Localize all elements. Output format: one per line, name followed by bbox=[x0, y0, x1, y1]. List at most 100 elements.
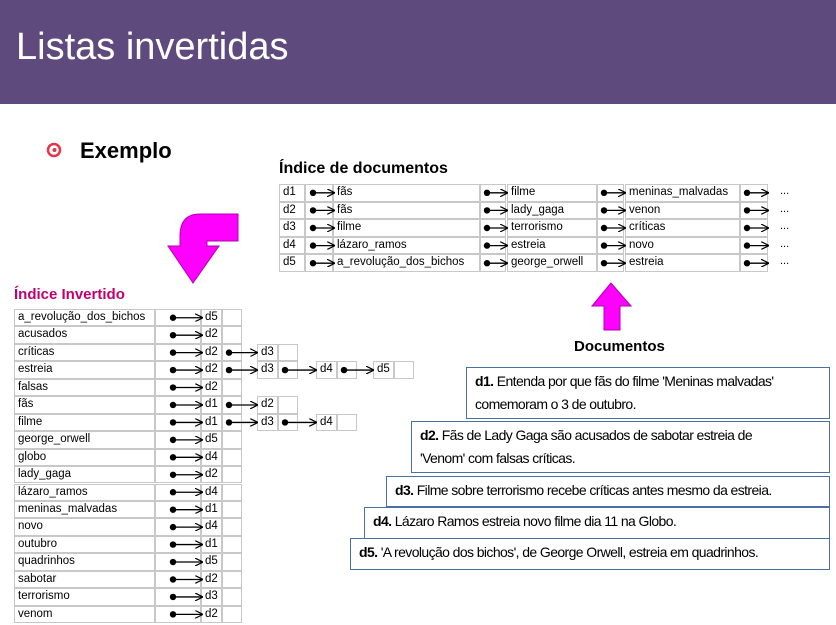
pointer-arrow-icon bbox=[225, 367, 257, 373]
pointer-cell bbox=[394, 361, 414, 379]
document-line: comemoram o 3 de outubro. bbox=[475, 393, 821, 416]
pointer-arrow-icon bbox=[169, 576, 202, 582]
pointer-arrow-icon bbox=[309, 260, 334, 266]
doc-id-cell: d5 bbox=[279, 254, 305, 272]
term-cell: acusados bbox=[14, 326, 155, 344]
pointer-arrow-icon bbox=[169, 594, 202, 600]
pointer-cell bbox=[222, 535, 242, 554]
pointer-arrow-icon bbox=[483, 190, 507, 196]
posting-doc-cell: d3 bbox=[257, 343, 278, 362]
pointer-cell bbox=[222, 553, 242, 571]
term-cell: novo bbox=[14, 518, 155, 536]
bullet-icon bbox=[46, 142, 62, 158]
term-cell: globo bbox=[14, 448, 155, 467]
term-cell: sabotar bbox=[14, 570, 155, 589]
pointer-arrow-icon bbox=[309, 207, 334, 213]
pointer-arrow-icon bbox=[169, 402, 202, 408]
doc-term-cell: críticas bbox=[625, 219, 740, 237]
pointer-arrow-icon bbox=[169, 489, 202, 495]
document-text: Fãs de Lady Gaga são acusados de sabotar… bbox=[441, 427, 753, 443]
pointer-arrow-icon bbox=[169, 506, 202, 512]
documents-heading: Documentos bbox=[574, 338, 665, 355]
pointer-cell bbox=[222, 466, 242, 484]
term-cell: terrorismo bbox=[14, 588, 155, 606]
pointer-cell bbox=[222, 309, 242, 327]
doc-term-cell: lázaro_ramos bbox=[333, 236, 480, 255]
posting-doc-cell: d4 bbox=[316, 413, 337, 432]
document-line: d2. Fãs de Lady Gaga são acusados de sab… bbox=[420, 424, 821, 447]
doc-id-cell: d1 bbox=[279, 184, 305, 202]
pointer-arrow-icon bbox=[600, 190, 625, 196]
pointer-arrow-icon bbox=[340, 367, 373, 373]
pointer-arrow-icon bbox=[743, 242, 768, 248]
term-cell: george_orwell bbox=[14, 431, 155, 449]
pointer-arrow-icon bbox=[281, 419, 316, 425]
pointer-arrow-icon bbox=[225, 349, 257, 355]
ellipsis: ... bbox=[780, 185, 790, 197]
posting-doc-cell: d3 bbox=[201, 588, 222, 606]
document-box: d5. 'A revolução dos bichos', de George … bbox=[350, 538, 830, 570]
doc-term-cell: venon bbox=[625, 201, 740, 220]
term-cell: fãs bbox=[14, 396, 155, 414]
doc-term-cell: estreia bbox=[625, 254, 740, 272]
term-cell: estreia bbox=[14, 361, 155, 379]
doc-term-cell: george_orwell bbox=[507, 254, 597, 272]
pointer-arrow-icon bbox=[600, 225, 625, 231]
posting-doc-cell: d4 bbox=[316, 361, 337, 379]
document-line: d5. 'A revolução dos bichos', de George … bbox=[359, 541, 821, 564]
pointer-cell bbox=[222, 500, 242, 519]
pointer-arrow-icon bbox=[169, 454, 202, 460]
pointer-arrow-icon bbox=[225, 419, 257, 425]
posting-doc-cell: d3 bbox=[257, 361, 278, 379]
pointer-cell bbox=[337, 413, 357, 432]
pointer-cell bbox=[278, 396, 298, 414]
pointer-arrow-icon bbox=[169, 559, 202, 565]
document-text: 'Venom' com falsas críticas. bbox=[420, 450, 576, 466]
term-cell: quadrinhos bbox=[14, 553, 155, 571]
doc-index-heading: Índice de documentos bbox=[279, 160, 448, 177]
subtitle: Exemplo bbox=[80, 138, 172, 163]
pointer-cell bbox=[222, 483, 242, 501]
document-text: Lázaro Ramos estreia novo filme dia 11 n… bbox=[394, 513, 677, 529]
pointer-cell bbox=[222, 378, 242, 397]
pointer-arrow-icon bbox=[225, 402, 257, 408]
pointer-arrow-icon bbox=[309, 225, 334, 231]
doc-term-cell: filme bbox=[507, 184, 597, 202]
term-cell: meninas_malvadas bbox=[14, 500, 155, 519]
document-box: d3. Filme sobre terrorismo recebe crític… bbox=[386, 476, 830, 507]
pointer-cell bbox=[222, 588, 242, 606]
document-id: d1. bbox=[475, 373, 494, 389]
document-id: d2. bbox=[420, 427, 439, 443]
pointer-arrow-icon bbox=[483, 242, 507, 248]
posting-doc-cell: d2 bbox=[201, 466, 222, 484]
pointer-arrow-icon bbox=[169, 437, 202, 443]
document-line: 'Venom' com falsas críticas. bbox=[420, 447, 821, 470]
up-arrow-icon bbox=[590, 282, 633, 331]
inverted-index-heading: Índice Invertido bbox=[14, 286, 125, 303]
posting-doc-cell: d2 bbox=[201, 378, 222, 397]
pointer-arrow-icon bbox=[600, 207, 625, 213]
doc-id-cell: d3 bbox=[279, 219, 305, 237]
pointer-cell bbox=[222, 570, 242, 589]
doc-term-cell: fãs bbox=[333, 201, 480, 220]
pointer-arrow-icon bbox=[169, 541, 202, 547]
document-line: d4. Lázaro Ramos estreia novo filme dia … bbox=[373, 510, 821, 533]
doc-term-cell: novo bbox=[625, 236, 740, 255]
pointer-arrow-icon bbox=[743, 207, 768, 213]
pointer-arrow-icon bbox=[483, 207, 507, 213]
pointer-cell bbox=[278, 343, 298, 362]
pointer-arrow-icon bbox=[169, 332, 202, 338]
doc-term-cell: filme bbox=[333, 219, 480, 237]
doc-term-cell: fãs bbox=[333, 184, 480, 202]
pointer-arrow-icon bbox=[600, 260, 625, 266]
pointer-arrow-icon bbox=[309, 190, 334, 196]
term-cell: filme bbox=[14, 413, 155, 432]
doc-id-cell: d4 bbox=[279, 236, 305, 255]
posting-doc-cell: d5 bbox=[373, 361, 394, 379]
pointer-cell bbox=[222, 448, 242, 467]
document-line: d3. Filme sobre terrorismo recebe crític… bbox=[395, 479, 821, 502]
document-id: d5. bbox=[359, 544, 378, 560]
pointer-arrow-icon bbox=[743, 225, 768, 231]
ellipsis: ... bbox=[780, 237, 790, 250]
pointer-arrow-icon bbox=[281, 367, 316, 373]
